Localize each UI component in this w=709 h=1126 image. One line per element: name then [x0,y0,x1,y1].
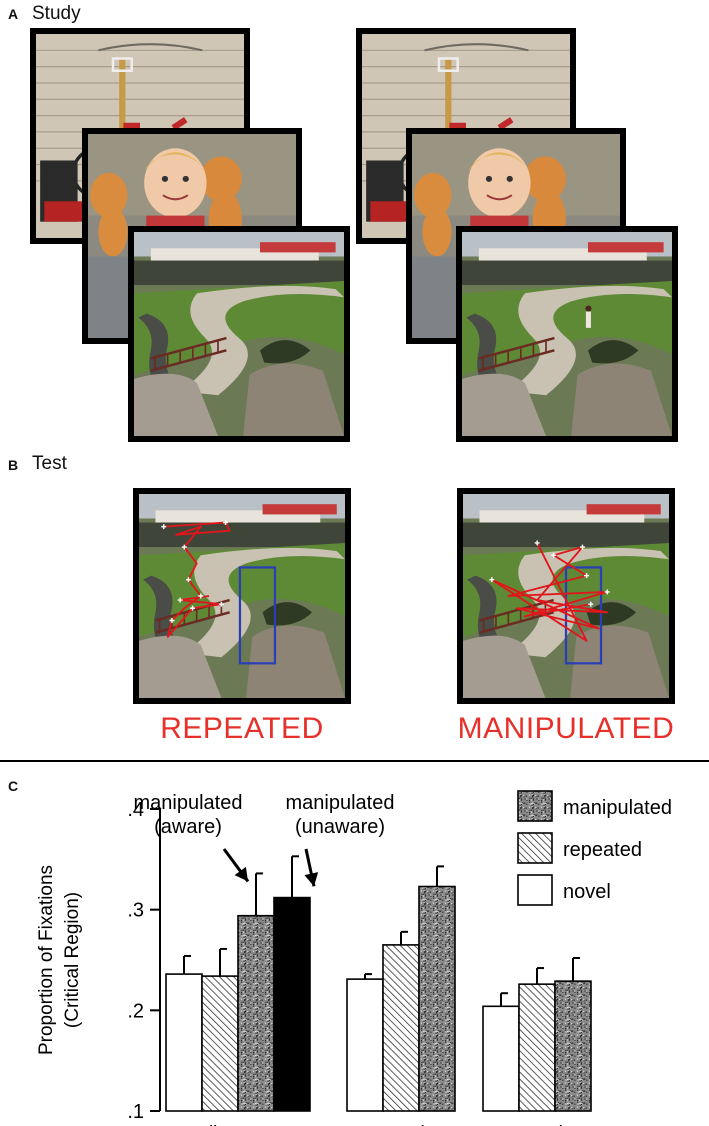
bar-manipulated [418,885,456,1112]
fixation-marker [181,544,187,550]
test-photo-manipulated [457,488,675,704]
legend-label: repeated [563,839,642,861]
y-tick-label: .2 [127,1000,144,1022]
park-creek-scene [463,494,669,698]
legend-label: novel [563,881,611,903]
bar-novel [165,973,203,1112]
bar-manipulated [237,914,275,1112]
annotation-label: manipulated [134,792,243,814]
annotation-label: manipulated [286,792,395,814]
panel-b-letter: B [8,457,19,473]
y-tick-label: .4 [127,799,144,821]
bar-repeated [201,975,239,1112]
park-creek-scene [139,494,345,698]
panel-c-letter: C [8,778,19,794]
manipulated-label: MANIPULATED [457,712,675,745]
x-category-label: amnesic [502,1123,573,1126]
x-category-label: college-age [189,1123,287,1126]
fixation-marker [584,573,590,579]
panel-b-title: Test [32,453,67,474]
fixation-marker [198,593,204,599]
fixation-marker [604,589,610,595]
bar-repeated [382,944,420,1112]
fixation-marker [185,577,191,583]
fixation-marker [534,540,540,546]
panel-a-letter: A [8,6,19,22]
legend-swatch-novel [517,874,553,906]
y-axis-label: (Critical Region) [62,892,83,1028]
park-creek-scene [462,232,672,436]
y-tick-label: .1 [127,1101,144,1123]
fixation-marker [177,597,183,603]
annotation-label: (unaware) [295,816,385,838]
annotation-label: (aware) [154,816,222,838]
bar-manipulated-unaware- [273,896,311,1112]
x-category-label: controls [368,1123,435,1126]
study-photo-park [128,226,350,442]
y-tick-label: .3 [127,900,144,922]
fixation-marker [489,577,495,583]
bar-manipulated [554,980,592,1112]
fixation-marker [223,520,228,526]
legend-swatch-manipulated [517,790,553,822]
legend-label: manipulated [563,797,672,819]
fixation-marker [551,552,557,558]
fixation-marker [161,524,167,530]
bar-repeated [518,983,556,1112]
panel-a-title: Study [32,3,81,24]
critical-region-box [564,566,603,665]
fixation-marker [169,618,175,623]
fixation-marker [580,544,585,550]
bar-novel [346,978,384,1112]
critical-region-box [238,566,277,665]
arrow-head [234,866,248,882]
y-axis-label: Proportion of Fixations [36,865,57,1055]
scanpath [490,542,609,642]
test-photo-repeated [133,488,351,704]
fixation-marker [190,605,196,611]
legend-swatch-repeated [517,832,553,864]
fixation-marker [588,601,594,607]
study-photo-park-manipulated [456,226,678,442]
repeated-label: REPEATED [160,712,324,745]
park-creek-scene [134,232,344,436]
panel-divider [0,760,709,762]
scanpath [163,521,231,638]
fixation-marker [218,601,224,607]
bar-novel [482,1005,520,1112]
arrow-head [304,872,319,887]
